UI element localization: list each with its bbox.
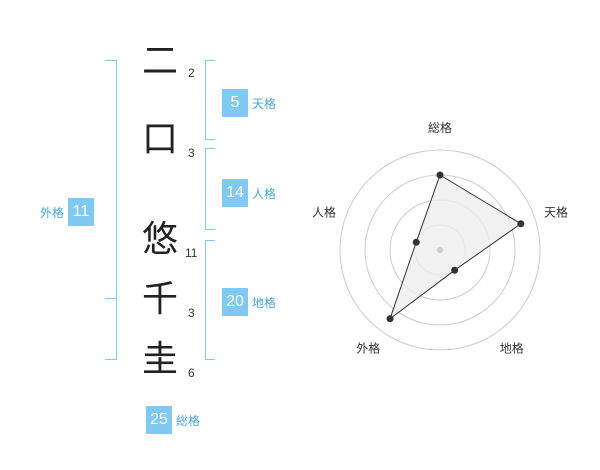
chikaku-bracket bbox=[205, 240, 215, 360]
chikaku-badge: 20 地格 bbox=[222, 288, 276, 316]
soukaku-value: 25 bbox=[146, 406, 172, 434]
name-char-5: 圭 bbox=[141, 339, 178, 380]
name-char-4: 千 bbox=[141, 279, 178, 320]
name-char-1: 二 bbox=[141, 41, 178, 82]
radar-point-3 bbox=[451, 266, 459, 274]
jinkaku-badge: 14 人格 bbox=[222, 179, 276, 207]
radar-point-2 bbox=[517, 220, 525, 228]
radar-axis-label-3: 地格 bbox=[500, 341, 524, 356]
soukaku-badge: 25 総格 bbox=[146, 406, 200, 434]
name-char-3: 悠 bbox=[141, 219, 178, 260]
tenkaku-badge: 5 天格 bbox=[222, 89, 276, 117]
radar-point-5 bbox=[412, 238, 420, 246]
radar-point-1 bbox=[436, 171, 444, 179]
jinkaku-bracket bbox=[205, 148, 215, 230]
radar-point-4 bbox=[386, 315, 394, 323]
gaikaku-badge: 外格 11 bbox=[40, 198, 95, 226]
jinkaku-value: 14 bbox=[222, 179, 248, 207]
chikaku-value: 20 bbox=[222, 288, 248, 316]
radar-axis-label-4: 外格 bbox=[356, 341, 380, 356]
chikaku-label: 地格 bbox=[252, 295, 277, 310]
stroke-count-2: 3 bbox=[188, 146, 195, 160]
tenkaku-value: 5 bbox=[222, 89, 248, 117]
gaikaku-value: 11 bbox=[68, 198, 95, 226]
stroke-count-4: 3 bbox=[188, 306, 195, 320]
tenkaku-label: 天格 bbox=[252, 96, 277, 111]
jinkaku-label: 人格 bbox=[252, 186, 277, 201]
radar-axis-label-1: 総格 bbox=[428, 120, 452, 135]
radar-axis-label-5: 人格 bbox=[312, 204, 336, 219]
name-char-2: 口 bbox=[141, 119, 178, 160]
radar-axis-label-2: 天格 bbox=[544, 204, 568, 219]
stroke-count-1: 2 bbox=[188, 66, 195, 80]
radar-center-dot bbox=[437, 247, 443, 253]
soukaku-label: 総格 bbox=[176, 413, 201, 428]
radar-ring-4 bbox=[339, 149, 541, 351]
gaikaku-bracket-lower bbox=[105, 298, 117, 360]
stroke-count-3: 11 bbox=[185, 246, 198, 260]
stroke-count-5: 6 bbox=[188, 366, 195, 380]
radar-polygon bbox=[389, 174, 522, 321]
tenkaku-bracket bbox=[205, 60, 215, 140]
gaikaku-label: 外格 bbox=[40, 205, 65, 220]
